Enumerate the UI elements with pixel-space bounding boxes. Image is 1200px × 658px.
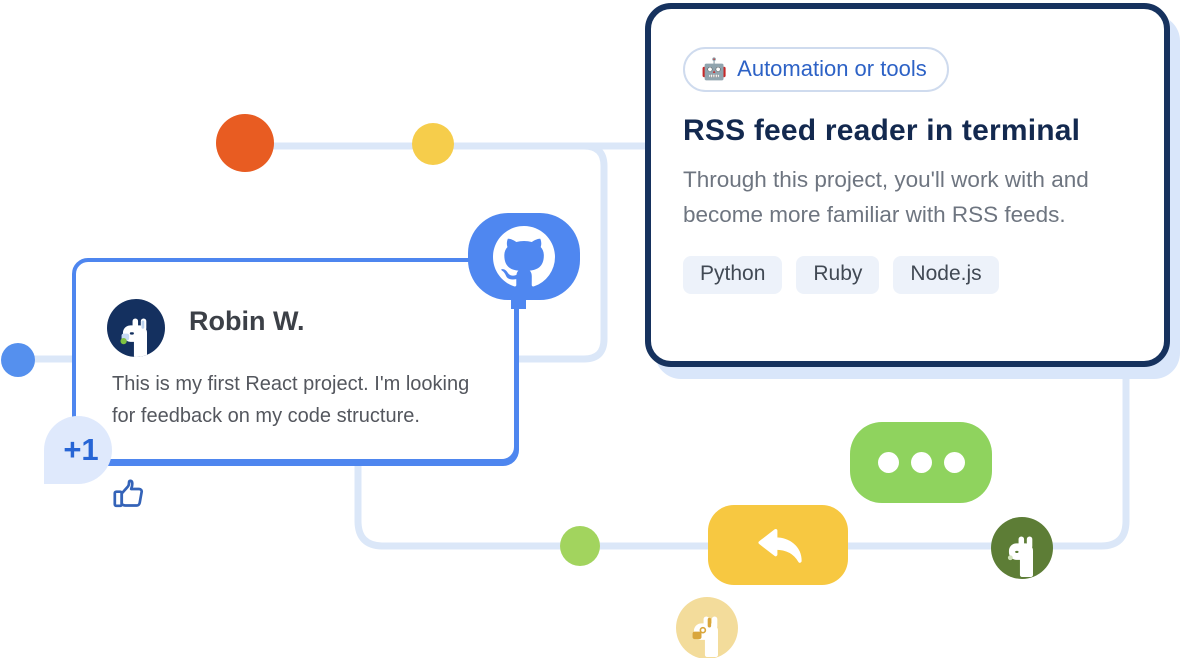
language-tags: Python Ruby Node.js [683, 256, 1132, 294]
ellipsis-dot-icon [877, 452, 899, 473]
llama-mascot-olive [991, 517, 1053, 579]
ellipsis-dot-icon [943, 452, 965, 473]
category-badge: 🤖 Automation or tools [683, 47, 949, 92]
project-description-line1: Through this project, you'll work with a… [683, 167, 1089, 192]
ellipsis-dot-icon [910, 452, 932, 473]
llama-icon [1007, 536, 1033, 577]
llama-avatar-icon [120, 318, 147, 357]
category-badge-label: Automation or tools [737, 56, 927, 81]
blue-node-dot [1, 343, 35, 377]
feedback-message-line1: This is my first React project. I'm look… [112, 373, 470, 395]
thumbs-up-icon [113, 479, 144, 508]
feedback-card: Robin W. This is my first React project.… [72, 258, 518, 463]
feedback-message-line2: for feedback on my code structure. [112, 405, 420, 427]
project-description: Through this project, you'll work with a… [683, 162, 1132, 232]
typing-bubble [850, 422, 992, 503]
yellow-node-dot [412, 123, 454, 165]
project-title: RSS feed reader in terminal [683, 114, 1081, 147]
reply-arrow-icon [758, 529, 802, 563]
avatar [107, 299, 165, 357]
author-name: Robin W. [189, 306, 305, 336]
orange-node-dot [216, 114, 274, 172]
github-icon [493, 225, 555, 286]
github-button[interactable] [468, 213, 580, 309]
green-node-dot [560, 526, 600, 566]
reaction-count: +1 [63, 432, 99, 467]
tag-ruby: Ruby [796, 256, 880, 294]
project-description-line2: become more familiar with RSS feeds. [683, 202, 1066, 227]
robot-icon: 🤖 [701, 57, 728, 81]
tag-nodejs: Node.js [893, 256, 999, 294]
project-card[interactable]: 🤖 Automation or tools RSS feed reader in… [645, 3, 1170, 367]
connector-middle-branch [18, 142, 608, 363]
reaction-bubble: +1 [44, 416, 112, 484]
feedback-message: This is my first React project. I'm look… [112, 368, 469, 432]
llama-mascot-gold [676, 597, 738, 658]
tag-python: Python [683, 256, 783, 294]
llama-icon [692, 616, 718, 657]
reply-button[interactable] [708, 505, 848, 585]
